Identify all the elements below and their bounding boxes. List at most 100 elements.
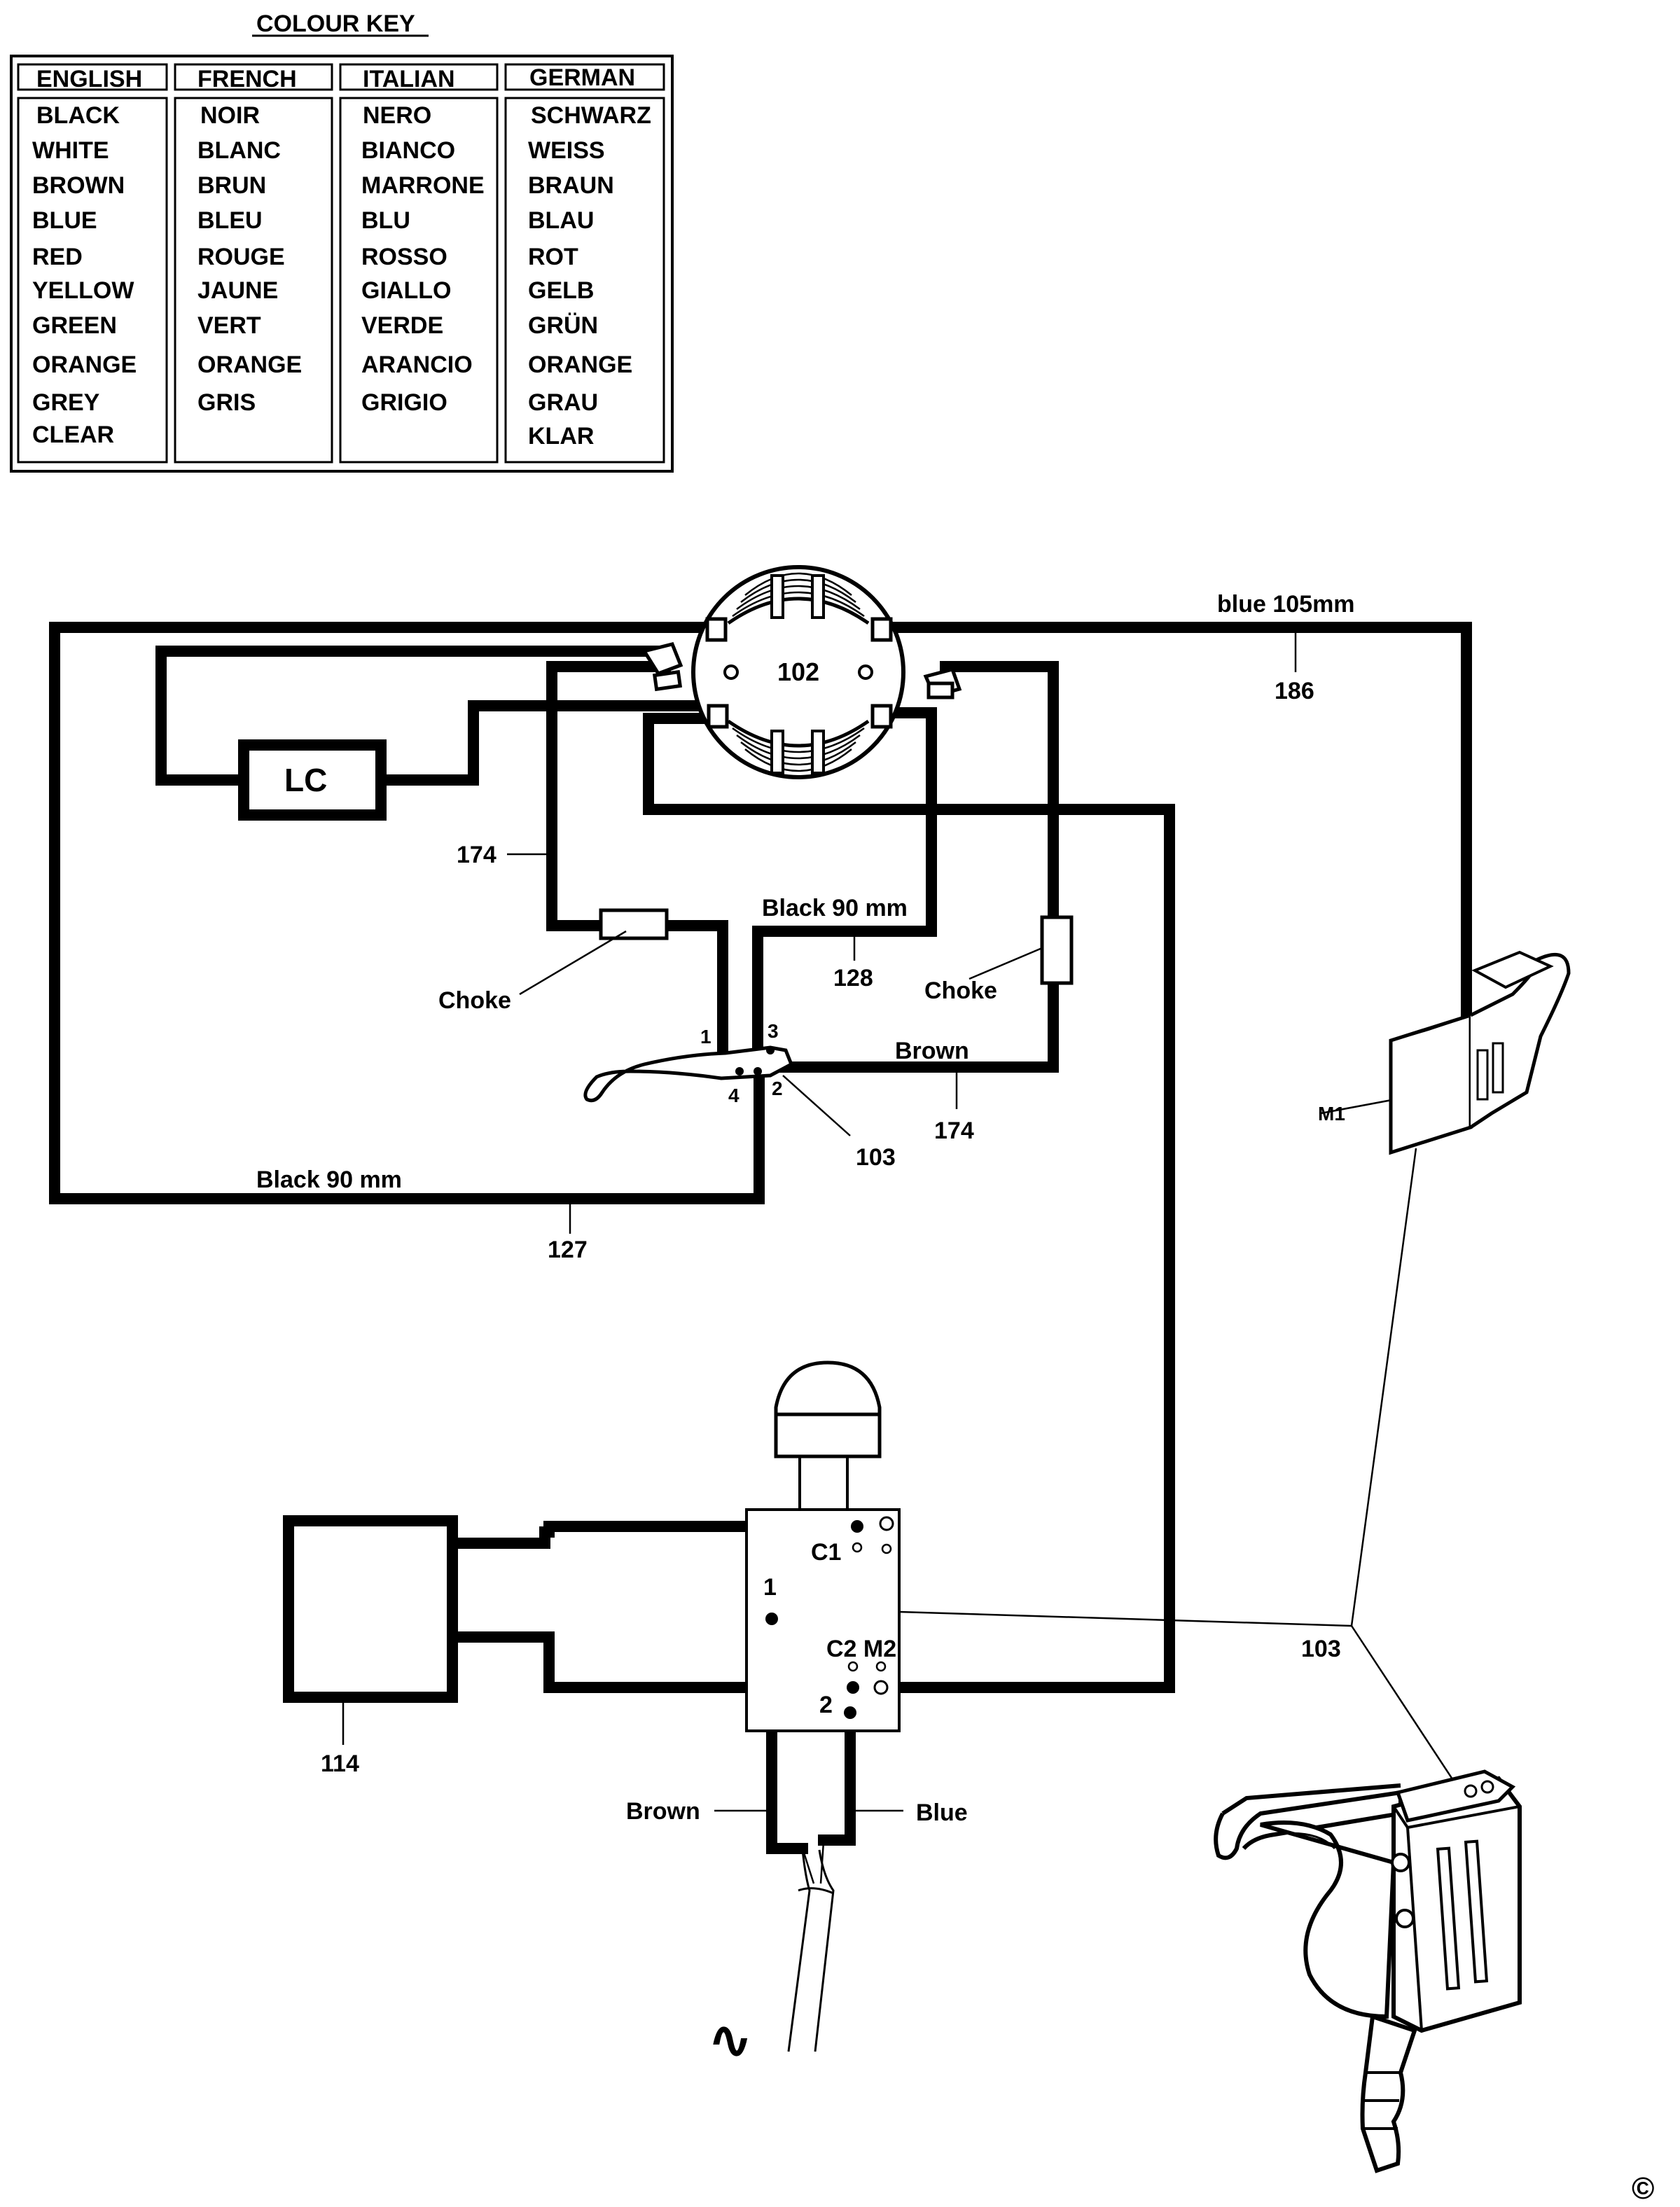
label-choke-right: Choke <box>924 977 997 1004</box>
colour-key-cell: GIALLO <box>361 277 451 304</box>
label-186: 186 <box>1275 678 1314 704</box>
motor-label: 102 <box>777 657 819 686</box>
label-127: 127 <box>548 1237 588 1263</box>
trigger-switch-103-mid <box>583 1045 794 1103</box>
colour-key-cell: NOIR <box>200 102 260 129</box>
colour-key-cell: GRAU <box>528 389 598 416</box>
colour-key-cell: GREY <box>32 389 100 416</box>
switch-terminal-3: 3 <box>768 1020 779 1042</box>
colour-key-cell: GRIS <box>197 389 256 416</box>
colour-key-cell: NERO <box>363 102 431 129</box>
colour-key-column-english: BLACK WHITE BROWN BLUE RED YELLOW GREEN … <box>32 102 137 448</box>
colour-key-header-english: ENGLISH <box>36 66 142 92</box>
colour-key-header-german: GERMAN <box>529 64 635 91</box>
brush-left <box>641 642 683 692</box>
colour-key-cell: ORANGE <box>32 351 137 378</box>
colour-key: COLOUR KEY ENGLISH FRENCH ITALIAN GERMAN… <box>10 11 674 473</box>
lower-wiring <box>447 1521 863 1854</box>
switch-label-terminal-2: 2 <box>819 1692 833 1718</box>
colour-key-cell: BROWN <box>32 172 125 199</box>
wire-blue-mains <box>818 1707 856 1846</box>
switch-terminal-4: 4 <box>728 1085 740 1106</box>
colour-key-cell: BLU <box>361 207 410 234</box>
colour-key-cell: BIANCO <box>361 137 455 164</box>
colour-key-cell: GRÜN <box>528 312 598 339</box>
label-blue-105mm: blue 105mm <box>1217 591 1355 618</box>
colour-key-column-french: NOIR BLANC BRUN BLEU ROUGE JAUNE VERT OR… <box>197 102 302 416</box>
colour-key-cell: BLAU <box>528 207 594 234</box>
colour-key-header-italian: ITALIAN <box>363 66 455 92</box>
switch-label-terminal-1: 1 <box>763 1574 777 1601</box>
brush-right <box>923 667 962 699</box>
colour-key-cell: CLEAR <box>32 422 114 448</box>
wire-114-to-c1 <box>447 1521 863 1549</box>
colour-key-column-german: SCHWARZ WEISS BRAUN BLAU ROT GELB GRÜN O… <box>528 102 651 450</box>
label-black-90mm-lower: Black 90 mm <box>256 1167 402 1193</box>
colour-key-cell: GRIGIO <box>361 389 447 416</box>
colour-key-cell: BLANC <box>197 137 281 164</box>
labels-lower: 114 103 Brown Blue <box>321 1636 1341 1826</box>
switch-m1 <box>1389 950 1571 1155</box>
colour-key-cell: SCHWARZ <box>531 102 651 129</box>
colour-key-cell: VERDE <box>361 312 443 339</box>
labels-upper: blue 105mm 186 174 Choke Black 90 mm 128… <box>256 591 1355 1263</box>
label-103-mid: 103 <box>856 1144 896 1171</box>
wire-174-right <box>773 661 1059 1073</box>
switch-label-c2-m2: C2 M2 <box>826 1636 896 1662</box>
label-103-right: 103 <box>1301 1636 1341 1662</box>
lc-label: LC <box>284 762 327 798</box>
upper-wiring <box>49 622 1472 1693</box>
ac-mains-symbol: ∿ <box>707 2009 753 2070</box>
copyright-symbol: © <box>1632 2171 1654 2206</box>
switch-terminal-1: 1 <box>700 1026 711 1047</box>
label-m1: M1 <box>1318 1103 1345 1125</box>
wire-128-black <box>752 707 937 1050</box>
wire-blue-105mm <box>884 622 1472 1066</box>
label-brown-mid: Brown <box>895 1038 969 1064</box>
label-black-90mm-upper: Black 90 mm <box>762 895 908 921</box>
choke-right <box>1040 915 1074 985</box>
switch-terminal-2: 2 <box>772 1078 783 1099</box>
colour-key-cell: VERT <box>197 312 261 339</box>
label-brown-bottom: Brown <box>626 1798 700 1825</box>
lc-component: LC <box>238 739 387 821</box>
wire-outer-left <box>49 622 765 1204</box>
wire-lc-right <box>373 700 721 786</box>
mains-cable: ∿ <box>707 1841 835 2070</box>
label-174-right: 174 <box>934 1118 974 1144</box>
wire-174-left <box>546 661 728 1053</box>
colour-key-header-french: FRENCH <box>197 66 297 92</box>
motor-field-102: 102 <box>691 565 905 779</box>
colour-key-cell: GELB <box>528 277 594 304</box>
leader-lines-lower <box>342 1148 1458 1812</box>
wire-114-to-c2 <box>447 1631 859 1693</box>
choke-left <box>599 908 669 940</box>
label-blue-bottom: Blue <box>916 1799 968 1826</box>
colour-key-cell: YELLOW <box>32 277 134 304</box>
tool-handle-illustration <box>1214 1769 1522 2173</box>
label-114: 114 <box>321 1750 359 1777</box>
label-174-left: 174 <box>457 842 497 868</box>
label-128: 128 <box>833 965 873 991</box>
colour-key-cell: WHITE <box>32 137 109 164</box>
colour-key-cell: ROT <box>528 244 578 270</box>
main-switch: C1 1 C2 M2 2 <box>745 1360 901 1732</box>
colour-key-cell: BLACK <box>36 102 120 129</box>
colour-key-cell: RED <box>32 244 83 270</box>
colour-key-cell: BLEU <box>197 207 263 234</box>
colour-key-cell: ORANGE <box>528 351 632 378</box>
colour-key-cell: MARRONE <box>361 172 485 199</box>
colour-key-cell: BRAUN <box>528 172 614 199</box>
label-choke-left: Choke <box>438 987 511 1014</box>
colour-key-cell: BLUE <box>32 207 97 234</box>
colour-key-cell: ROUGE <box>197 244 285 270</box>
switch-label-c1: C1 <box>811 1539 841 1566</box>
colour-key-title: COLOUR KEY <box>256 11 415 37</box>
wire-motor-to-m2 <box>643 713 1175 1693</box>
colour-key-cell: BRUN <box>197 172 266 199</box>
colour-key-cell: JAUNE <box>197 277 278 304</box>
colour-key-cell: WEISS <box>528 137 605 164</box>
colour-key-cell: ROSSO <box>361 244 447 270</box>
colour-key-cell: ORANGE <box>197 351 302 378</box>
